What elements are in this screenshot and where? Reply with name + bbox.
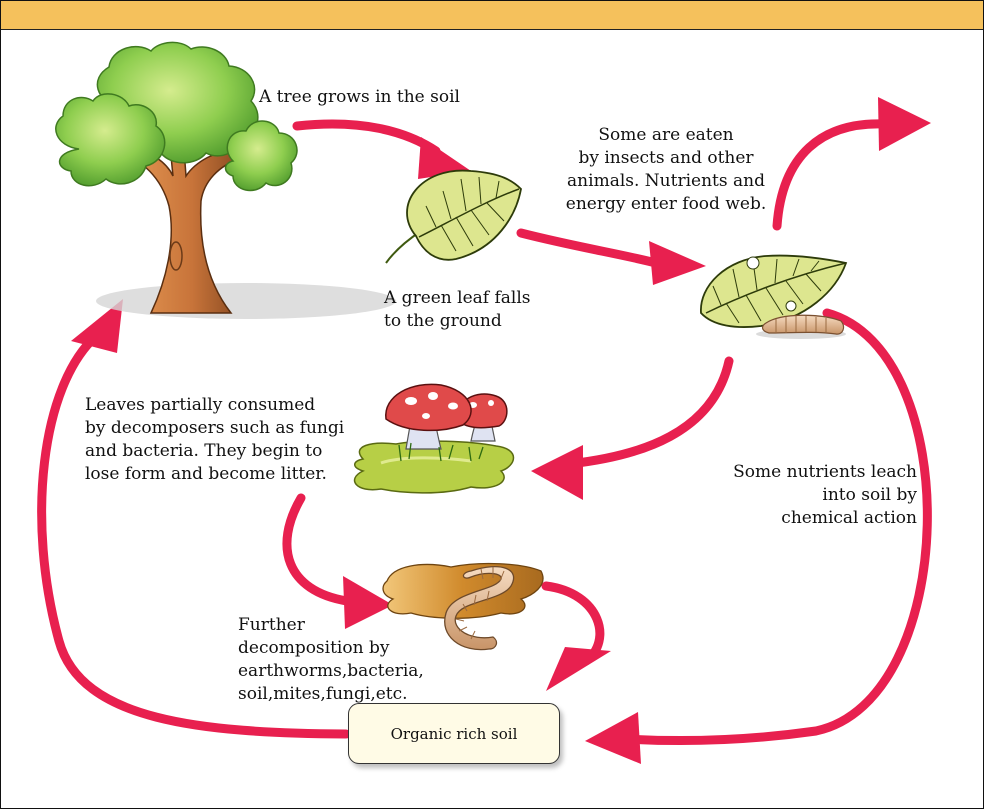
green-leaf-icon [385, 169, 522, 264]
label-line: animals. Nutrients and [567, 171, 765, 191]
eaten-leaf-icon [700, 254, 848, 328]
caterpillar-icon [756, 314, 846, 339]
label-line: by insects and other [578, 148, 754, 168]
tree-icon [55, 41, 396, 319]
label-line: decomposition by [238, 638, 390, 658]
label-line: Some are eaten [598, 125, 734, 145]
label-partially-consumed: Leaves partially consumed by decomposers… [85, 394, 344, 486]
label-further-decomposition: Further decomposition by earthworms,bact… [238, 614, 424, 706]
label-nutrients-leach: Some nutrients leach into soil by chemic… [691, 461, 917, 530]
mushroom-icon [385, 383, 508, 462]
label-line: into soil by [822, 485, 917, 505]
label-line: Some nutrients leach [733, 462, 917, 482]
label-leaf-falls: A green leaf falls to the ground [384, 287, 531, 333]
label-line: earthworms,bacteria, [238, 661, 424, 681]
label-line: Leaves partially consumed [85, 395, 316, 415]
label-line: by decomposers such as fungi [85, 418, 345, 438]
arrow-heads [71, 97, 931, 764]
soil-stain-icon [382, 562, 544, 619]
organic-soil-box: Organic rich soil [348, 703, 560, 764]
label-eaten-by-insects: Some are eaten by insects and other anim… [531, 124, 801, 216]
litter-pool-icon [353, 440, 515, 494]
earthworm-icon [444, 566, 515, 651]
label-line: chemical action [781, 508, 917, 528]
organic-soil-label: Organic rich soil [390, 724, 518, 743]
label-line: to the ground [384, 311, 502, 331]
label-tree-grows: A tree grows in the soil [259, 87, 460, 107]
label-line: and bacteria. They begin to [85, 441, 323, 461]
label-line: A green leaf falls [384, 288, 531, 308]
label-line: lose form and become litter. [85, 464, 327, 484]
header-bar [1, 1, 983, 30]
label-line: soil,mites,fungi,etc. [238, 684, 408, 704]
label-line: Further [238, 615, 305, 635]
label-line: energy enter food web. [565, 194, 767, 214]
